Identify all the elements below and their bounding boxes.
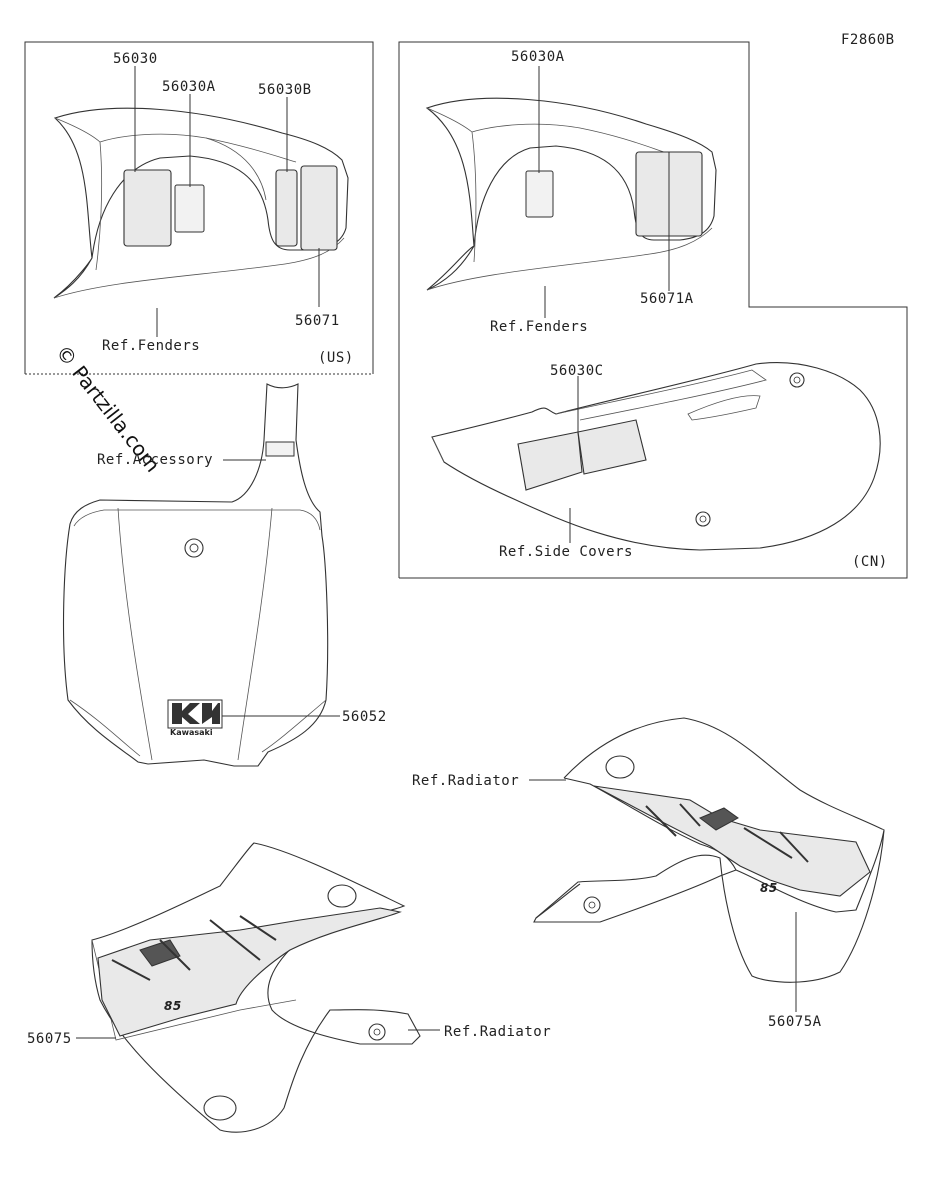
ref-radiator-left: Ref.Radiator [444, 1024, 551, 1040]
decal-56071-us [300, 165, 338, 251]
region-label-cn: (CN) [852, 554, 888, 570]
ref-accessory: Ref.Accessory [97, 452, 213, 468]
region-label-us: (US) [318, 350, 354, 366]
callout-56075a: 56075A [768, 1014, 822, 1030]
callout-56071: 56071 [295, 313, 340, 329]
callout-56030a-us: 56030A [162, 79, 216, 95]
us-panel-frame [24, 41, 374, 374]
decal-56030-us [123, 169, 172, 247]
decal-56030c-right [577, 419, 647, 475]
callout-56030b: 56030B [258, 82, 312, 98]
callout-56075: 56075 [27, 1031, 72, 1047]
svg-text:85: 85 [760, 881, 778, 895]
decal-56030c-left [517, 431, 583, 491]
ref-radiator-right: Ref.Radiator [412, 773, 519, 789]
number-plate [62, 383, 329, 767]
decal-56030a-us [174, 184, 205, 233]
us-rear-fender [53, 107, 349, 299]
callout-56052: 56052 [342, 709, 387, 725]
ref-fenders-cn: Ref.Fenders [490, 319, 588, 335]
left-radiator-shroud: 85 [91, 842, 421, 1133]
ref-side-covers: Ref.Side Covers [499, 544, 633, 560]
svg-text:85: 85 [164, 999, 182, 1013]
kawasaki-logo-56052: Kawasaki [167, 699, 223, 737]
callout-56071a: 56071A [640, 291, 694, 307]
callout-56030a-cn: 56030A [511, 49, 565, 65]
cn-rear-fender [425, 97, 717, 291]
figure-code: F2860B [841, 32, 895, 48]
ref-fenders-us: Ref.Fenders [102, 338, 200, 354]
right-radiator-shroud: 85 [533, 717, 885, 983]
callout-56030: 56030 [113, 51, 158, 67]
callout-56030c: 56030C [550, 363, 604, 379]
decal-56030a-cn [525, 170, 554, 218]
accessory-mount [265, 441, 295, 457]
svg-text:Kawasaki: Kawasaki [170, 728, 213, 737]
cn-panel: 56030A 56071A Ref.Fenders 56030C Ref.Sid… [398, 41, 908, 579]
side-cover [431, 362, 881, 551]
cn-panel-frame [398, 41, 908, 579]
decal-56030b-us [275, 169, 298, 247]
us-fender-panel: 56030 56030A 56030B 56071 Ref.Fenders (U… [24, 41, 374, 375]
